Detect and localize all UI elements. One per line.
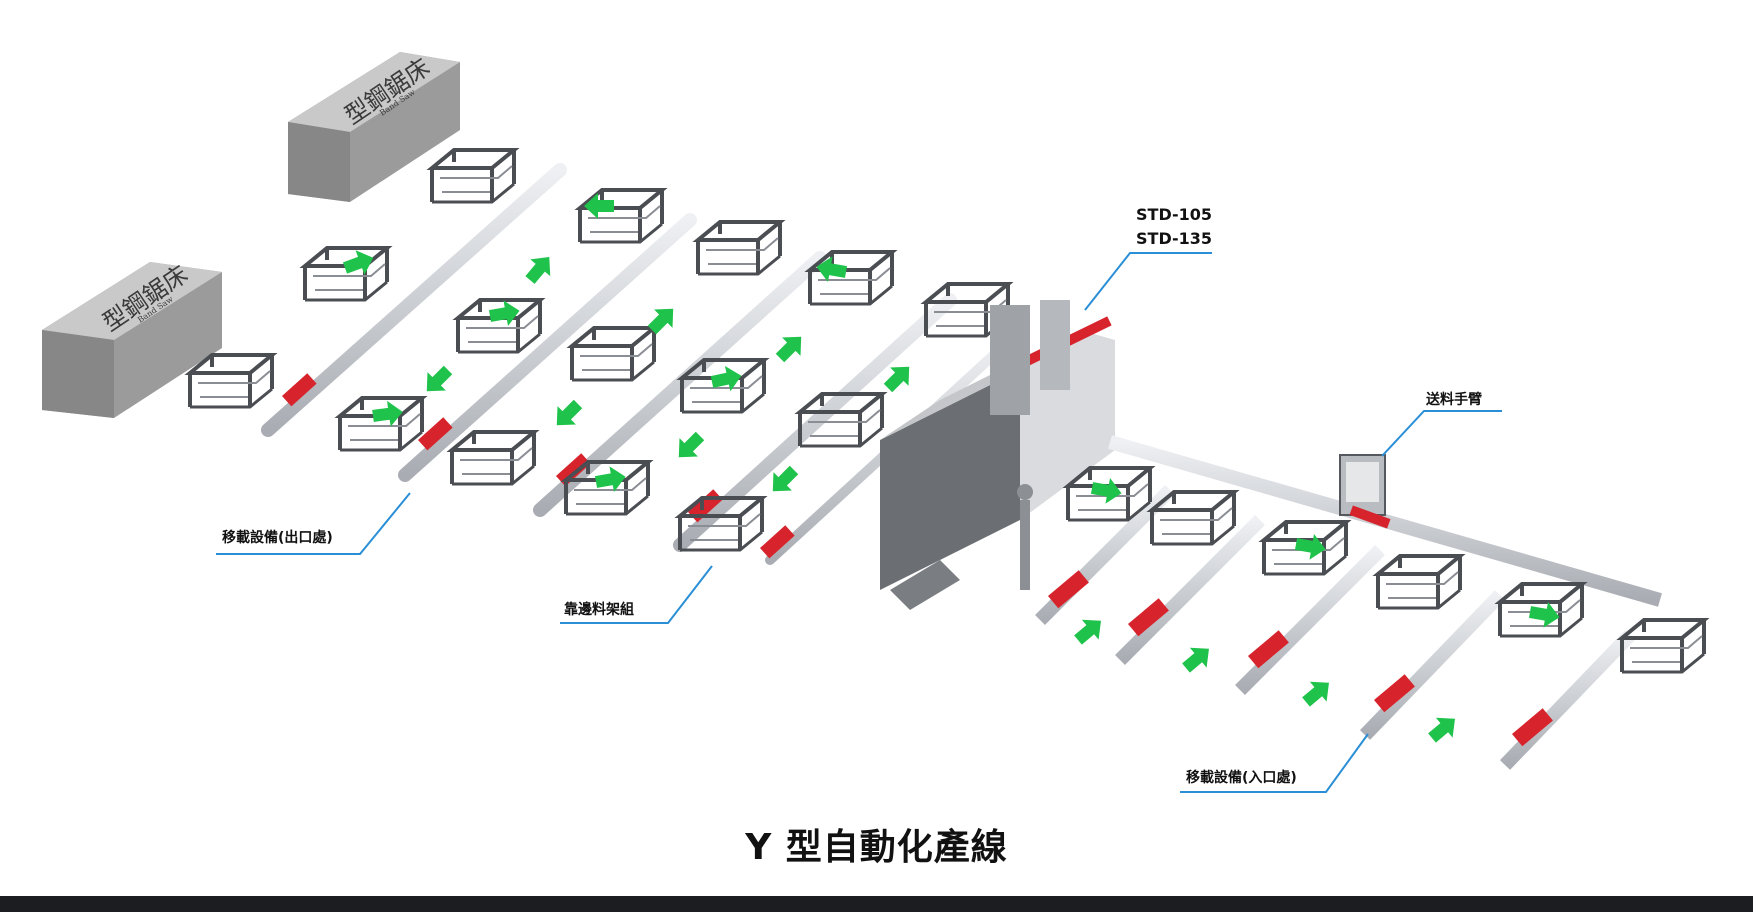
flow-arrow <box>1428 717 1455 743</box>
flow-arrow <box>816 256 848 283</box>
callout-machine-model: STD-105 STD-135 <box>1084 205 1212 311</box>
flow-arrow <box>775 336 802 363</box>
flow-arrow <box>426 365 453 392</box>
saw-machine-box-bottom: 型鋼鋸床 Band Saw <box>42 260 222 418</box>
flow-arrow <box>594 466 626 493</box>
flow-arrow <box>883 366 910 393</box>
flow-arrow <box>525 257 551 284</box>
flow-arrow <box>647 308 674 335</box>
flow-arrow <box>342 250 374 275</box>
flow-arrow <box>1528 601 1560 628</box>
callout-transfer-exit: 移載設備(出口處) <box>216 492 411 555</box>
input-conveyor-rails <box>1035 485 1636 770</box>
red-cylinders-right <box>1048 570 1553 747</box>
callout-transfer-entry: 移載設備(入口處) <box>1180 733 1369 793</box>
flow-arrow <box>556 399 583 426</box>
flow-arrow <box>1302 681 1329 707</box>
flow-arrow <box>372 400 403 427</box>
flow-arrow <box>1090 477 1122 504</box>
std-drilling-machine <box>880 300 1115 610</box>
flow-arrow <box>584 193 614 219</box>
flow-arrow <box>1074 619 1101 645</box>
machine-model-line1: STD-105 <box>1136 205 1212 224</box>
flow-arrow <box>1294 533 1326 560</box>
flow-arrow <box>1182 647 1209 673</box>
feed-rail <box>1108 435 1662 607</box>
saw-machine-box-top: 型鋼鋸床 Band Saw <box>288 52 460 202</box>
callout-side-rack: 靠邊料架組 <box>560 565 713 624</box>
transfer-entry-label: 移載設備(入口處) <box>1186 769 1297 786</box>
feed-arm-label: 送料手臂 <box>1425 391 1482 408</box>
flow-arrow <box>772 465 799 492</box>
flow-arrow <box>488 300 520 327</box>
flow-arrow <box>710 365 742 392</box>
side-rack-label: 靠邊料架組 <box>564 601 634 618</box>
flow-arrow <box>678 431 705 458</box>
callout-feed-arm: 送料手臂 <box>1381 391 1502 457</box>
diagram-caption: Y 型自動化產線 <box>745 827 1008 868</box>
machine-model-line2: STD-135 <box>1136 229 1212 248</box>
bottom-bar <box>0 896 1753 912</box>
transfer-exit-label: 移載設備(出口處) <box>222 529 333 546</box>
flow-arrows <box>342 193 1560 743</box>
